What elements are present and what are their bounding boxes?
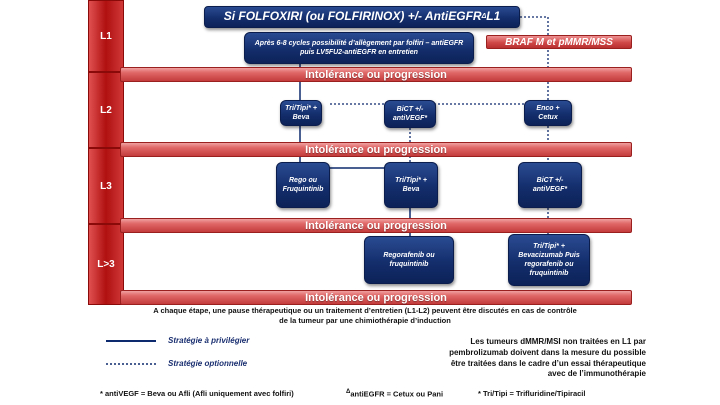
- l1-detail-box: Après 6-8 cycles possibilité d’allègemen…: [244, 32, 474, 64]
- l1-title-suffix: L1: [486, 9, 501, 24]
- line-label-l3: L3: [88, 148, 124, 224]
- band-l4: Intolérance ou progression: [120, 290, 632, 305]
- band-l1-text: Intolérance ou progression: [305, 68, 447, 81]
- band-l3-text: Intolérance ou progression: [305, 219, 447, 232]
- l1-title-text: Si FOLFOXIRI (ou FOLFIRINOX) +/- AntiEGF…: [223, 9, 482, 24]
- l2-box-c-text: Enco + Cetux: [536, 104, 560, 121]
- l2-box-a: Tri/Tipi* + Beva: [280, 100, 322, 126]
- l3-box-b-text: Tri/Tipi* + Beva: [395, 176, 427, 193]
- l3-box-c: BiCT +/- antiVEGF*: [518, 162, 582, 208]
- l2-box-c: Enco + Cetux: [524, 100, 572, 126]
- l3-box-a-text: Rego ou Fruquintinib: [282, 176, 324, 193]
- line-label-l1: L1: [88, 0, 124, 72]
- band-l1: Intolérance ou progression: [120, 67, 632, 82]
- l4-box-a-text: Regorafenib ou fruquintinib: [383, 251, 435, 268]
- l3-box-c-text: BiCT +/- antiVEGF*: [532, 176, 568, 193]
- l4-box-b: Tri/Tipi* + Bevacizumab Puis regorafenib…: [508, 234, 590, 286]
- center-note: A chaque étape, une pause thérapeutique …: [153, 306, 577, 326]
- line-label-l4: L>3: [88, 224, 124, 305]
- l4-box-b-text: Tri/Tipi* + Bevacizumab Puis regorafenib…: [518, 242, 580, 278]
- dmmr-note: Les tumeurs dMMR/MSI non traitées en L1 …: [449, 337, 646, 379]
- braf-box: BRAF M et pMMR/MSS: [486, 35, 632, 49]
- l3-box-a: Rego ou Fruquintinib: [276, 162, 330, 208]
- legend-dotted-label: Stratégie optionnelle: [168, 359, 248, 368]
- l4-box-a: Regorafenib ou fruquintinib: [364, 236, 454, 284]
- line-label-l2: L2: [88, 72, 124, 148]
- footer-antivegf: * antiVEGF = Beva ou Afli (Afli uniqueme…: [100, 389, 294, 398]
- l1-detail-text: Après 6-8 cycles possibilité d’allègemen…: [254, 39, 464, 56]
- band-l2-text: Intolérance ou progression: [305, 143, 447, 156]
- band-l2: Intolérance ou progression: [120, 142, 632, 157]
- band-l4-text: Intolérance ou progression: [305, 291, 447, 304]
- footer-antiegfr-symbol: Δ: [346, 389, 351, 395]
- footer-antiegfr-text: antiEGFR = Cetux ou Pani: [350, 389, 444, 399]
- l2-box-b: BiCT +/- antiVEGF*: [384, 100, 436, 128]
- legend-solid-label: Stratégie à privilégier: [168, 336, 250, 345]
- footer-tritipi: * Tri/Tipi = Trifluridine/Tipiracil: [478, 389, 586, 398]
- l3-box-b: Tri/Tipi* + Beva: [384, 162, 438, 208]
- l1-title-box: Si FOLFOXIRI (ou FOLFIRINOX) +/- AntiEGF…: [204, 6, 520, 28]
- band-l3: Intolérance ou progression: [120, 218, 632, 233]
- braf-text: BRAF M et pMMR/MSS: [505, 36, 613, 48]
- l2-box-b-text: BiCT +/- antiVEGF*: [392, 105, 428, 122]
- l1-title-superscript: Δ: [481, 13, 487, 21]
- l2-box-a-text: Tri/Tipi* + Beva: [285, 104, 317, 121]
- footer-antiegfr: ΔantiEGFR = Cetux ou Pani: [346, 389, 443, 399]
